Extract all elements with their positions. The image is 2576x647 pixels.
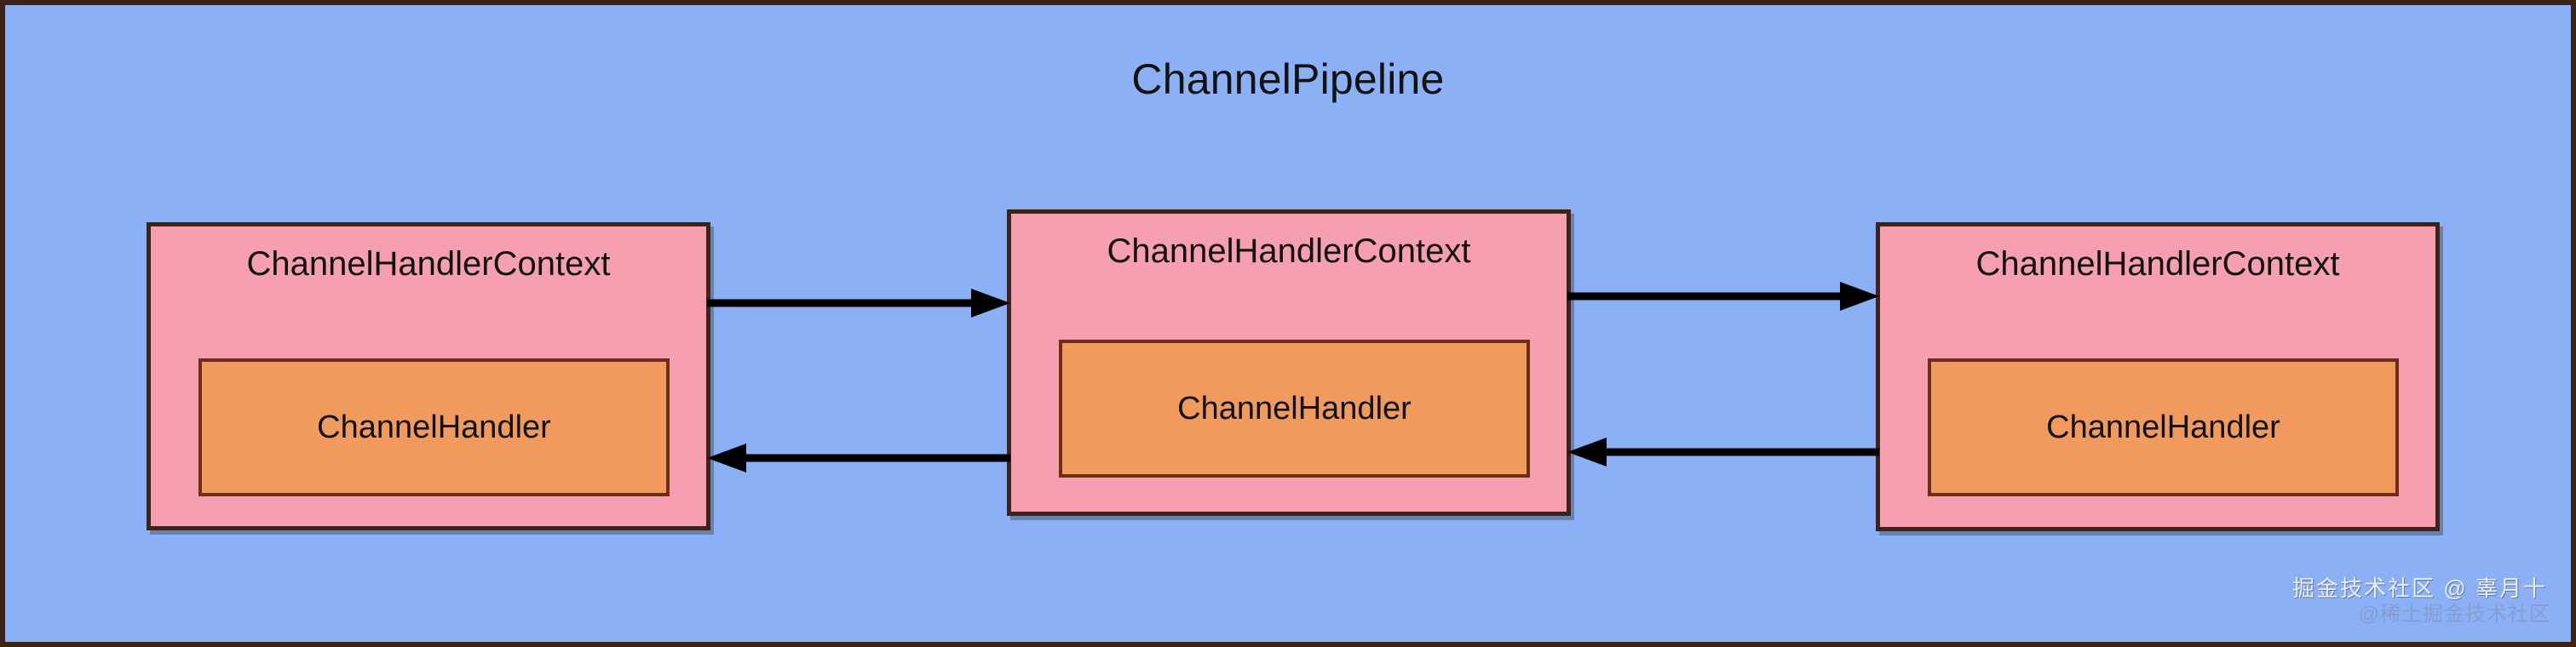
watermark-primary: 掘金技术社区 @ 辜月十 [2292,575,2547,601]
channel-handler-3: ChannelHandler [1928,358,2399,496]
channel-handler-context-1: ChannelHandlerContext ChannelHandler [147,222,710,530]
handler-label-3: ChannelHandler [2046,409,2280,445]
arrow-backward-3-to-2 [1567,438,1879,467]
watermark-secondary: @稀土掘金技术社区 [2358,603,2550,626]
arrow-backward-2-to-1 [707,444,1010,472]
channel-handler-2: ChannelHandler [1059,340,1530,478]
handler-label-1: ChannelHandler [317,409,551,445]
channel-handler-context-2: ChannelHandlerContext ChannelHandler [1007,209,1571,516]
context-label-1: ChannelHandlerContext [246,245,611,283]
arrow-forward-2-to-3 [1567,282,1879,311]
arrow-forward-1-to-2 [707,289,1010,318]
context-label-3: ChannelHandlerContext [1975,245,2340,283]
handler-label-2: ChannelHandler [1177,390,1412,427]
context-label-2: ChannelHandlerContext [1107,232,1471,270]
channel-handler-context-3: ChannelHandlerContext ChannelHandler [1876,222,2440,531]
channel-handler-1: ChannelHandler [198,358,670,496]
page-title: ChannelPipeline [1131,55,1445,103]
